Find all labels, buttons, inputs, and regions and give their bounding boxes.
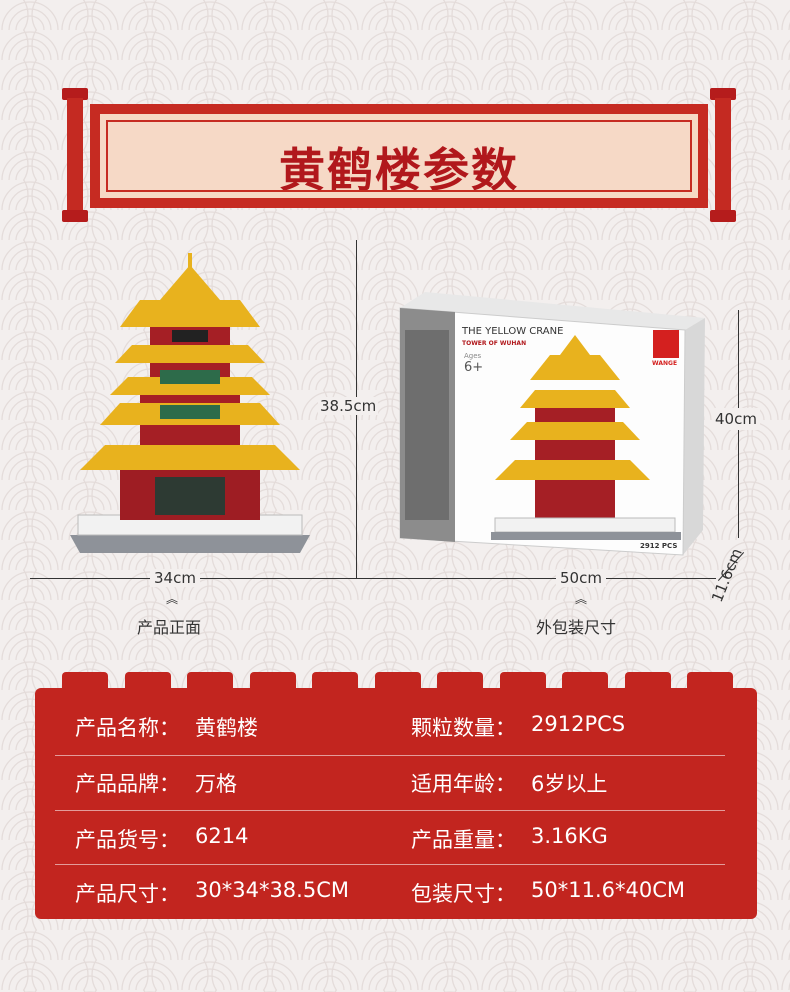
chevron-up-icon: ︽ [166, 592, 178, 606]
spec-label: 产品品牌： [75, 772, 180, 796]
box-width-label: 50cm [556, 569, 606, 587]
box-ages-label: Ages [464, 352, 482, 360]
caption-front: 产品正面 [137, 618, 202, 637]
tower-model-image [70, 253, 310, 553]
box-brand: WANGE [652, 360, 678, 367]
title-banner: 黄鹤楼参数 [90, 104, 708, 208]
chevron-up-icon: ︽ [575, 592, 587, 606]
page-title: 黄鹤楼参数 [279, 143, 519, 197]
spec-label: 产品货号： [75, 828, 180, 852]
spec-label: 包装尺寸： [411, 882, 516, 906]
scroll-rod-left [62, 88, 88, 222]
box-title: THE YELLOW CRANE [462, 326, 564, 337]
box-height-label: 40cm [712, 408, 760, 430]
spec-row: 产品品牌： 万格 适用年龄： 6岁以上 [35, 754, 757, 810]
box-pcs: 2912 PCS [640, 542, 678, 550]
row-divider [55, 755, 725, 756]
spec-value: 50*11.6*40CM [531, 878, 685, 902]
scroll-rod-right [710, 88, 736, 222]
spec-label: 产品名称： [75, 716, 180, 740]
spec-label: 颗粒数量： [411, 716, 516, 740]
spec-label: 产品尺寸： [75, 882, 180, 906]
spec-value: 万格 [195, 772, 237, 796]
spec-panel [35, 688, 757, 919]
spec-value: 6岁以上 [531, 772, 608, 796]
model-width-label: 34cm [150, 569, 200, 587]
spec-row: 产品货号： 6214 产品重量： 3.16KG [35, 810, 757, 866]
box-subtitle: TOWER OF WUHAN [462, 340, 527, 347]
spec-label: 产品重量： [411, 828, 516, 852]
caption-package: 外包装尺寸 [536, 618, 617, 637]
spec-row: 产品名称： 黄鹤楼 颗粒数量： 2912PCS [35, 698, 757, 754]
spec-value: 3.16KG [531, 824, 608, 848]
spec-value: 黄鹤楼 [195, 716, 258, 740]
spec-value: 30*34*38.5CM [195, 878, 349, 902]
spec-row: 产品尺寸： 30*34*38.5CM 包装尺寸： 50*11.6*40CM [35, 864, 757, 920]
package-box-image [399, 292, 705, 556]
row-divider [55, 864, 725, 865]
box-age: 6+ [464, 360, 484, 375]
model-height-label: 38.5cm [318, 397, 379, 415]
spec-value: 2912PCS [531, 712, 626, 736]
spec-label: 适用年龄： [411, 772, 516, 796]
spec-value: 6214 [195, 824, 249, 848]
title-scroll: 黄鹤楼参数 [62, 88, 736, 222]
row-divider [55, 810, 725, 811]
box-width-line [360, 578, 716, 579]
